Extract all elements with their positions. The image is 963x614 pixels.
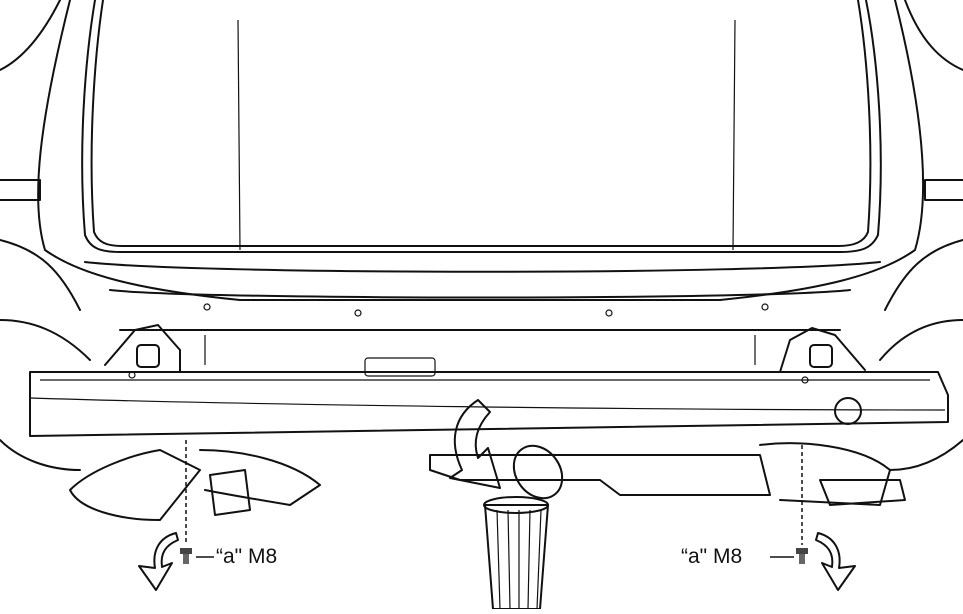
underbody <box>0 439 963 521</box>
bumper-beam <box>29 371 949 437</box>
right-fastener-group <box>770 445 856 591</box>
left-mounting-bracket <box>104 324 181 379</box>
right-mounting-bracket <box>779 327 866 384</box>
bolt-icon <box>180 548 192 564</box>
right-bolt-callout: “a" M8 <box>681 545 743 568</box>
curved-arrow-icon <box>449 399 501 489</box>
bolt-icon <box>796 548 808 564</box>
left-down-arrow-icon <box>138 532 179 591</box>
left-fastener-group <box>138 440 214 591</box>
tailgate-frame <box>81 0 882 273</box>
right-down-arrow-icon <box>815 532 856 591</box>
left-bolt-callout: “a" M8 <box>216 545 278 568</box>
waste-bin-icon <box>483 444 564 610</box>
vehicle-rear-body <box>0 0 963 361</box>
rear-panel <box>109 289 851 377</box>
